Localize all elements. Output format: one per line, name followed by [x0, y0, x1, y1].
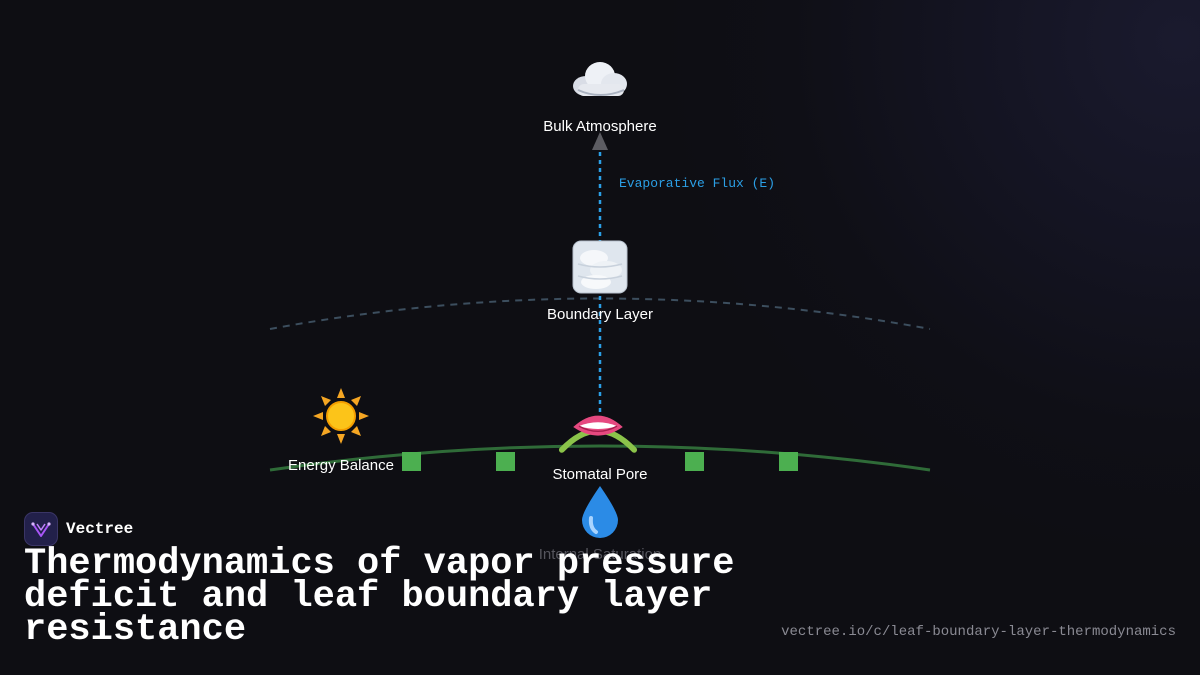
stomate [402, 452, 421, 471]
stomatal-pore-icon [558, 398, 638, 458]
stomate [496, 452, 515, 471]
internal-saturation-label: Internal Saturation [538, 546, 662, 563]
stomate [685, 452, 704, 471]
stomatal-pore-label: Stomatal Pore [552, 466, 648, 483]
page-title: Thermodynamics of vapor pressure deficit… [24, 543, 735, 651]
cloud-icon [560, 48, 640, 108]
leaf-surface [269, 444, 931, 472]
flux-arrow-head [592, 132, 608, 150]
fog-icon [560, 237, 640, 297]
vectree-logo-icon [24, 512, 58, 546]
energy-balance-label: Energy Balance [288, 457, 394, 474]
brand: Vectree [24, 512, 133, 546]
sun-icon [301, 386, 381, 446]
bulk-atmosphere-label: Bulk Atmosphere [543, 118, 657, 135]
page-url: vectree.io/c/leaf-boundary-layer-thermod… [781, 624, 1176, 640]
boundary-layer-label: Boundary Layer [547, 306, 653, 323]
brand-name: Vectree [66, 520, 134, 538]
evaporative-flux-label: Evaporative Flux (E) [619, 176, 776, 191]
droplet-icon [560, 482, 640, 542]
stomate [779, 452, 798, 471]
